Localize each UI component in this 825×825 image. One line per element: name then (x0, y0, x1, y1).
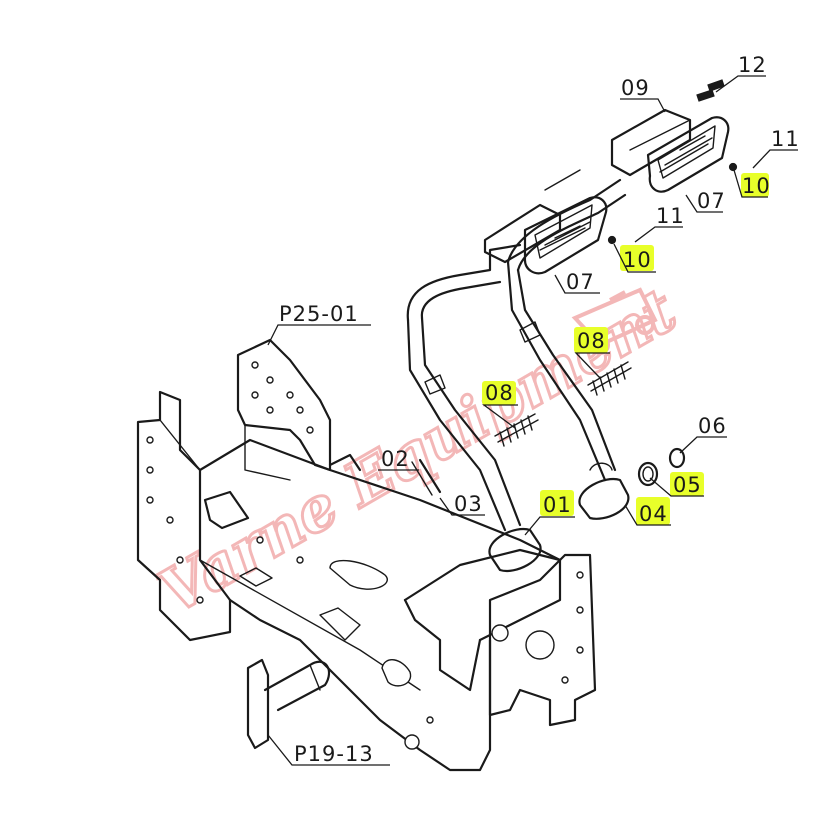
highlight-10b (620, 245, 654, 271)
frame-bolt-holes (146, 361, 584, 724)
spring-08-right (587, 361, 632, 396)
highlight-01 (540, 490, 574, 516)
foot-pad-lower (523, 196, 608, 275)
callout-p25-01: P25-01 (279, 302, 359, 326)
spring-08-left (494, 413, 539, 447)
highlight-04 (636, 497, 670, 525)
callout-10-lower: 10 (623, 248, 652, 272)
highlight-10a (741, 173, 769, 197)
callout-08-left: 08 (485, 381, 514, 405)
callout-08-right: 08 (577, 329, 606, 353)
leader-lines (267, 75, 798, 766)
callout-labels: 12 09 11 10 07 11 10 07 P25-01 08 08 06 … (279, 53, 800, 766)
callout-12: 12 (738, 53, 767, 77)
main-frame (136, 338, 597, 772)
callout-10-upper: 10 (742, 174, 771, 198)
highlight-08b (574, 327, 608, 353)
callout-p19-13: P19-13 (294, 742, 374, 766)
callout-11-upper: 11 (771, 127, 800, 151)
highlight-08a (482, 381, 516, 405)
callout-05: 05 (673, 473, 702, 497)
callout-highlights (482, 173, 769, 525)
foot-pad-upper (646, 116, 730, 193)
washer-05 (637, 461, 659, 487)
callout-03: 03 (454, 492, 483, 516)
callout-04: 04 (639, 502, 668, 526)
callout-01: 01 (543, 493, 572, 517)
callout-11-lower: 11 (656, 204, 685, 228)
highlight-05 (670, 472, 704, 496)
washer-06 (668, 447, 686, 469)
callout-07-upper: 07 (697, 189, 726, 213)
callout-09: 09 (621, 76, 650, 100)
callout-02: 02 (381, 447, 410, 471)
callout-07-lower: 07 (566, 270, 595, 294)
pedal-assembly (406, 79, 738, 573)
callout-06: 06 (698, 414, 727, 438)
